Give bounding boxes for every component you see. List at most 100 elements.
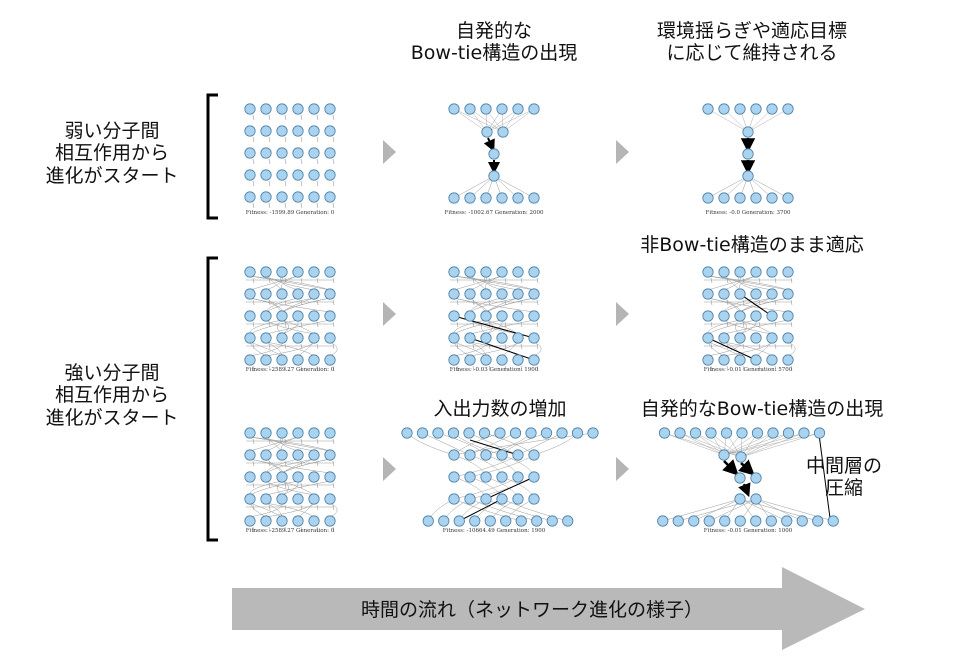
edge (265, 319, 331, 335)
network-node (812, 515, 824, 527)
network-node (260, 332, 272, 344)
edge (316, 504, 319, 511)
edge (723, 432, 774, 456)
caption-weak-gen0: Fitness: -1599.89 Generation: 0 (246, 210, 335, 216)
edge (284, 365, 287, 372)
network-node (734, 310, 746, 322)
network-node (324, 103, 336, 115)
network-node (496, 266, 508, 278)
network-node (766, 310, 778, 322)
edge (284, 343, 287, 350)
chevron-icon (616, 457, 629, 481)
network-node (448, 103, 460, 115)
network-node (734, 354, 746, 366)
edge (739, 498, 818, 522)
network-node (702, 266, 714, 278)
net-strong1-gen5700 (702, 266, 796, 372)
network-node (512, 103, 524, 115)
edge (280, 275, 299, 291)
edge (332, 114, 335, 121)
network-node (447, 427, 460, 439)
net-weak-gen2000 (448, 103, 540, 204)
edge (265, 297, 283, 313)
chevron-icon (383, 457, 396, 481)
network-node (781, 515, 793, 527)
fitness-captions: Fitness: -1599.89 Generation: 0 Fitness:… (246, 210, 793, 534)
network-node (750, 266, 762, 278)
network-node (308, 191, 320, 203)
edge (316, 277, 319, 284)
network-node (260, 310, 272, 322)
network-node (244, 266, 256, 278)
network-node (260, 103, 272, 115)
network-node (324, 449, 336, 461)
edge (520, 277, 523, 284)
network-node (750, 288, 762, 300)
network-node (719, 515, 731, 527)
network-node (571, 427, 584, 439)
network-node (658, 427, 671, 439)
edge (536, 277, 539, 284)
edge (437, 432, 487, 456)
edge (453, 275, 535, 291)
edge (332, 343, 335, 350)
edge (329, 341, 338, 357)
edge (252, 343, 255, 350)
edge (252, 460, 255, 467)
edge (453, 432, 594, 456)
network-node (512, 266, 524, 278)
edge (453, 341, 487, 357)
network-node (478, 427, 491, 439)
network-node (292, 191, 304, 203)
label-weak-line2: 相互作用から (54, 142, 169, 165)
network-node (765, 515, 777, 527)
edge (456, 277, 459, 284)
edge (265, 502, 283, 518)
edge (300, 136, 303, 143)
edge (268, 460, 271, 467)
network-node (674, 427, 686, 439)
network-node (432, 427, 444, 439)
network-node (480, 449, 492, 461)
edge (252, 482, 255, 489)
network-node (308, 332, 320, 344)
network-node (260, 471, 272, 483)
edge (249, 275, 331, 291)
edge (758, 321, 761, 328)
edge (265, 480, 331, 496)
edge (520, 365, 523, 372)
network-node (448, 288, 460, 300)
edge (268, 526, 271, 533)
edge (536, 365, 539, 372)
network-node (766, 192, 778, 204)
network-node (276, 266, 288, 278)
network-node (735, 451, 747, 463)
edge (504, 321, 507, 328)
network-node (734, 103, 746, 115)
label-weak-line1: 弱い分子間 (64, 120, 160, 142)
network-node (750, 103, 762, 115)
network-node (528, 103, 540, 115)
strong-edge (738, 482, 751, 498)
network-node (496, 471, 508, 483)
edge (738, 275, 757, 291)
network-node (276, 471, 288, 483)
network-node (702, 354, 714, 366)
network-node (512, 192, 524, 204)
network-node (453, 515, 465, 527)
caption-strong1-gen1900: Fitness: -0.03 Generation: 1900 (450, 367, 539, 373)
edge (300, 438, 303, 445)
network-node (702, 310, 714, 322)
network-node (308, 493, 320, 505)
edge (249, 502, 283, 518)
edge (249, 436, 331, 452)
edge (252, 321, 255, 328)
network-node (292, 493, 304, 505)
edge (249, 458, 331, 474)
network-node (702, 288, 714, 300)
edge (517, 432, 563, 456)
network-node (528, 288, 540, 300)
chevron-icon (616, 302, 629, 326)
network-node (587, 427, 599, 439)
network-node (464, 310, 476, 322)
